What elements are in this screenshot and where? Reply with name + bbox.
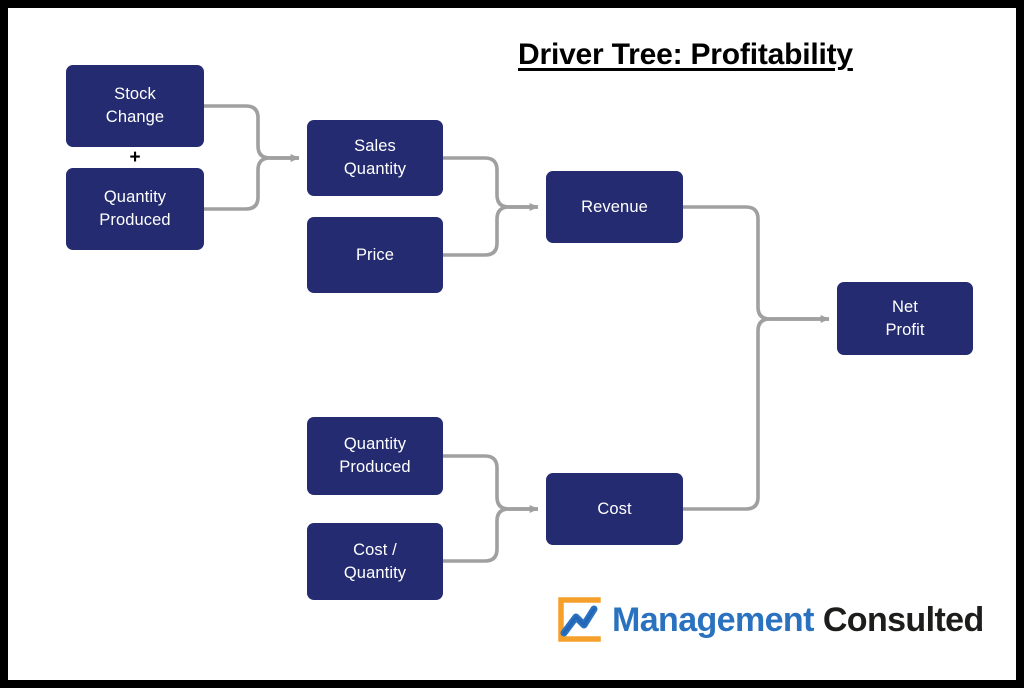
node-stock-change[interactable]: Stock Change (66, 65, 204, 147)
node-net-profit[interactable]: Net Profit (837, 282, 973, 355)
node-quantity-produced-2[interactable]: Quantity Produced (307, 417, 443, 495)
edge-quantity-cost-to-cost (443, 454, 539, 563)
node-cost-per-quantity[interactable]: Cost / Quantity (307, 523, 443, 600)
edge-revenue-cost-to-net-profit (683, 205, 830, 511)
edge-sales-price-to-revenue (443, 156, 539, 257)
logo-word-consulted: Consulted (822, 600, 984, 639)
node-sales-quantity[interactable]: Sales Quantity (307, 120, 443, 196)
chart-bracket-icon (558, 597, 601, 642)
edge-stock-quantity-to-sales-quantity (204, 104, 300, 211)
node-price[interactable]: Price (307, 217, 443, 293)
logo-word-management: Management (612, 600, 814, 639)
node-quantity-produced[interactable]: Quantity Produced (66, 168, 204, 250)
operator-plus: + (129, 147, 141, 168)
node-cost[interactable]: Cost (546, 473, 683, 545)
node-revenue[interactable]: Revenue (546, 171, 683, 243)
page-title: Driver Tree: Profitability (518, 38, 853, 71)
diagram-stage: Driver Tree: Profitability Stock Change … (8, 8, 1016, 680)
